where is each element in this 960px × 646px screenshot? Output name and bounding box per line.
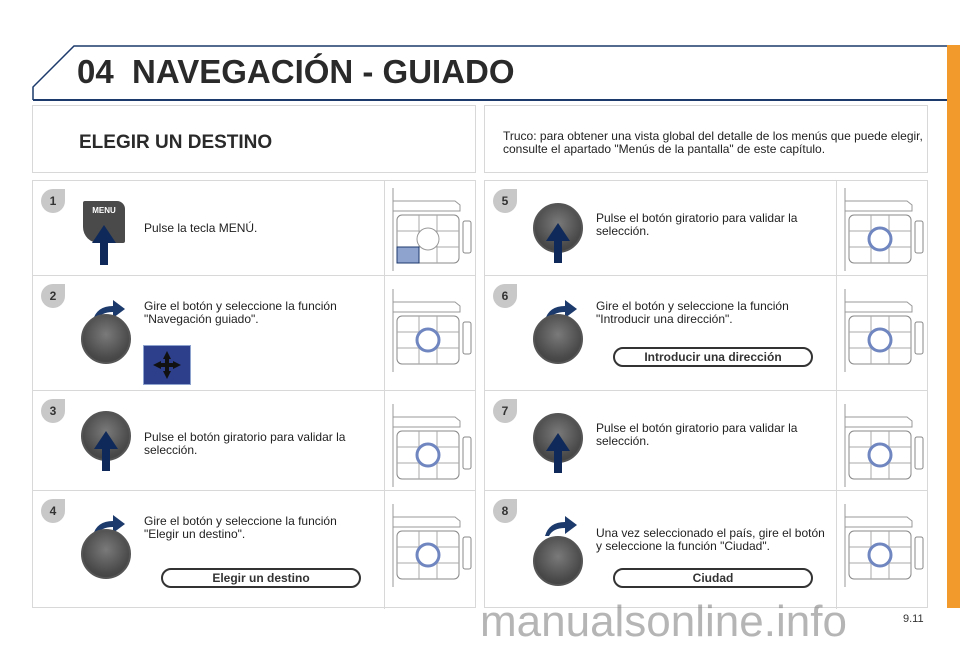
control-panel-illustration [844,289,924,372]
press-arrow-icon [92,225,116,265]
step-number-badge: 3 [41,399,65,423]
step-instruction: Gire el botón y seleccione la función "N… [144,299,337,326]
control-panel-illustration [392,188,472,271]
panel-image-cell [836,391,927,490]
control-panel-illustration [844,404,924,487]
navigation-icon [143,345,191,385]
step-number-badge: 7 [493,399,517,423]
page-title: NAVEGACIÓN - GUIADO [132,53,515,90]
step-instruction: Gire el botón y seleccione la función "I… [596,299,789,326]
panel-image-cell [384,181,475,275]
rotary-knob-icon [533,314,583,364]
tip-text: Truco: para obtener una vista global del… [503,129,923,156]
step-instruction: Una vez seleccionado el país, gire el bo… [596,526,825,553]
watermark: manualsonline.info [480,597,847,646]
menu-option-label: Introducir una dirección [613,347,813,367]
section-title: ELEGIR UN DESTINO [79,132,273,153]
control-panel-illustration [844,504,924,587]
rotary-knob-icon [81,529,131,579]
rotate-arrow-icon [545,516,577,536]
rotary-knob-icon [533,536,583,586]
menu-option-label: Ciudad [613,568,813,588]
step-number-badge: 4 [41,499,65,523]
press-arrow-icon [546,433,570,473]
tip-box: Truco: para obtener una vista global del… [484,105,928,173]
panel-image-cell [384,276,475,390]
control-panel-illustration [392,404,472,487]
panel-image-cell [836,181,927,275]
header-frame [32,45,954,101]
menu-option-label: Elegir un destino [161,568,361,588]
step-instruction: Pulse el botón giratorio para validar la… [144,430,346,457]
press-arrow-icon [546,223,570,263]
section-header: ELEGIR UN DESTINO [32,105,476,173]
page-number: 9.11 [903,613,924,625]
step-number-badge: 1 [41,189,65,213]
step-instruction: Pulse la tecla MENÚ. [144,221,258,235]
step-number-badge: 5 [493,189,517,213]
chapter-header: 04 NAVEGACIÓN - GUIADO [32,45,955,101]
rotary-knob-icon [81,314,131,364]
chapter-number: 04 [77,53,114,90]
panel-image-cell [384,391,475,490]
step-number-badge: 2 [41,284,65,308]
step-instruction: Pulse el botón giratorio para validar la… [596,211,798,238]
chapter-tab [947,45,960,608]
control-panel-illustration [844,188,924,271]
step-instruction: Pulse el botón giratorio para validar la… [596,421,798,448]
step-instruction: Gire el botón y seleccione la función "E… [144,514,337,541]
control-panel-illustration [392,504,472,587]
control-panel-illustration [392,289,472,372]
panel-image-cell [384,491,475,609]
panel-image-cell [836,276,927,390]
press-arrow-icon [94,431,118,471]
panel-image-cell [836,491,927,609]
step-number-badge: 6 [493,284,517,308]
step-number-badge: 8 [493,499,517,523]
